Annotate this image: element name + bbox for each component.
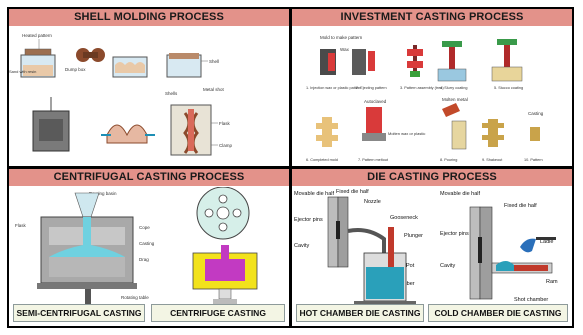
step6-label: 6. Completed mold <box>306 158 338 162</box>
rotating-table-label: Rotating table <box>121 295 149 300</box>
casting-label-centrifugal: Casting <box>139 241 155 246</box>
cold-cavity-label: Cavity <box>440 263 456 269</box>
rotating-table-shape <box>37 283 137 289</box>
pouring-basin-label: Pouring basin <box>89 191 117 196</box>
completed-mold-shape <box>322 117 332 147</box>
ram-shape <box>514 265 548 271</box>
die-casting-svg: Movable die half Fixed die half Ejector … <box>294 189 558 311</box>
molten-metal-hot <box>366 267 404 299</box>
drag-label: Drag <box>139 257 149 262</box>
final-pattern-shape <box>530 127 540 141</box>
centrifugal-casting-title: CENTRIFUGAL CASTING PROCESS <box>9 169 289 186</box>
step5-label: 5. Stucco coating <box>494 86 523 90</box>
stucco-tank-shape <box>491 66 523 82</box>
die-casting-title: DIE CASTING PROCESS <box>292 169 572 186</box>
metal-shot-label: Metal shot <box>203 87 225 92</box>
mold-to-make-label: Mold to make pattern <box>320 35 363 40</box>
shell-halves-shape <box>106 124 148 144</box>
centrifugal-casting-illustration: Pouring basin Flask Cope Casting Drag Ro… <box>9 187 289 326</box>
gooseneck-label: Gooseneck <box>390 215 418 221</box>
investment-casting-title: INVESTMENT CASTING PROCESS <box>292 9 572 26</box>
dump-box-label: Dump box <box>65 67 86 72</box>
step3-label: 3. Pattern assembly (tree) <box>400 86 444 90</box>
shakeout-shape <box>488 119 498 147</box>
centrifuge-casting-caption: CENTRIFUGE CASTING <box>151 304 285 322</box>
shell-molding-illustration: Heated pattern Dump box Sand with resin … <box>9 27 289 166</box>
die-casting-illustration: Movable die half Fixed die half Ejector … <box>292 187 572 326</box>
cope-label: Cope <box>139 225 150 230</box>
shot-chamber-label: Shot chamber <box>514 297 548 303</box>
flask-label: Flask <box>219 121 231 126</box>
wax-label: Wax <box>340 47 350 52</box>
ram-label: Ram <box>546 279 558 285</box>
step10-label: 10. Pattern <box>524 158 543 162</box>
semi-centrifugal-caption: SEMI-CENTRIFUGAL CASTING <box>13 304 145 322</box>
shell-label: Shell <box>209 59 219 64</box>
semi-casting-shape <box>49 217 125 257</box>
die-casting-panel: DIE CASTING PROCESS Movable die half Fix… <box>292 169 572 326</box>
step7-label: 7. Pattern meltout <box>358 158 389 162</box>
casting-label: Casting <box>528 111 544 116</box>
slurry-tank-shape <box>437 68 467 82</box>
ladle-label: Ladle <box>540 239 553 245</box>
clamp-label: Clamp <box>219 143 233 148</box>
hot-chamber-caption: HOT CHAMBER DIE CASTING <box>296 304 424 322</box>
flask-label-centrifugal: Flask <box>15 223 27 228</box>
drag-shape <box>49 257 125 277</box>
process-collage-frame: SHELL MOLDING PROCESS Heated pattern Dum… <box>7 7 574 328</box>
shell-molding-svg: Heated pattern Dump box Sand with resin … <box>9 33 233 156</box>
shells-label: Shells <box>165 91 178 96</box>
gooseneck-shape <box>347 228 386 269</box>
ladle-shape <box>520 238 536 253</box>
pouring-basin-shape <box>74 192 100 218</box>
pouring-ladle-shape <box>442 103 460 117</box>
step1-label: 1. Injection wax or plastic pattern <box>306 86 361 90</box>
step4-label: 4. Slurry coating <box>440 86 467 90</box>
cold-ejector-pins-label: Ejector pins <box>440 231 469 237</box>
shell-molding-panel: SHELL MOLDING PROCESS Heated pattern Dum… <box>9 9 289 166</box>
hot-fixed-die-label: Fixed die half <box>336 189 369 195</box>
hot-ejector-pins-label: Ejector pins <box>294 217 323 223</box>
step2-label: 2. Ejecting pattern <box>356 86 387 90</box>
sand-resin-shape <box>23 65 53 76</box>
step9-label: 9. Shakeout <box>482 158 503 162</box>
step8-label: 8. Pouring <box>440 158 457 162</box>
investment-casting-panel: INVESTMENT CASTING PROCESS Mold to make … <box>292 9 572 166</box>
autoclaved-label: Autoclaved <box>364 99 387 104</box>
heated-pattern-shape <box>24 48 52 56</box>
heated-pattern-label: Heated pattern <box>22 33 52 38</box>
cold-chamber-caption: COLD CHAMBER DIE CASTING <box>428 304 568 322</box>
centrifugal-casting-panel: CENTRIFUGAL CASTING PROCESS Pouring basi… <box>9 169 289 326</box>
cold-movable-die-label: Movable die half <box>440 191 481 197</box>
plunger-label: Plunger <box>404 233 423 239</box>
plunger-shape <box>388 227 394 267</box>
investment-casting-svg: Mold to make pattern Wax <box>306 35 544 162</box>
pot-label: Pot <box>406 263 415 269</box>
meltout-shape <box>366 107 382 133</box>
sand-resin-label: Sand with resin <box>9 69 36 74</box>
molten-metal-label: Molten metal <box>442 97 468 102</box>
nozzle-label: Nozzle <box>364 199 381 205</box>
cold-fixed-die-label: Fixed die half <box>504 203 537 209</box>
shell-molding-title: SHELL MOLDING PROCESS <box>9 9 289 26</box>
hot-cavity-label: Cavity <box>294 243 310 249</box>
centrifugal-casting-svg: Pouring basin Flask Cope Casting Drag Ro… <box>15 187 258 311</box>
molten-wax-label: Molten wax or plastic <box>388 131 425 136</box>
hot-movable-die-label: Movable die half <box>294 191 335 197</box>
investment-casting-illustration: Mold to make pattern Wax <box>292 27 572 166</box>
